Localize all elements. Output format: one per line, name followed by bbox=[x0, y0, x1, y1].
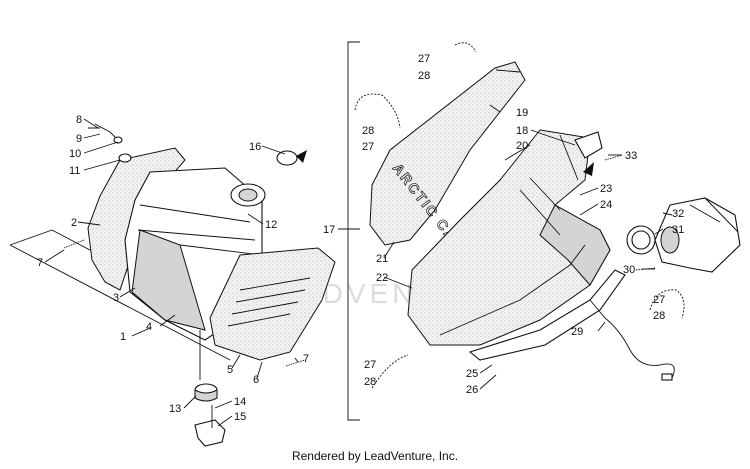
muffler-outlet-bore bbox=[238, 188, 258, 202]
callout-8: 8 bbox=[76, 114, 82, 126]
arrow-marker-right bbox=[583, 162, 594, 176]
spring-left bbox=[63, 239, 85, 249]
callout-1: 1 bbox=[120, 331, 126, 343]
grommet-small bbox=[118, 153, 132, 163]
spring-right bbox=[285, 359, 306, 367]
callout-3: 3 bbox=[113, 292, 119, 304]
callout-7-right: 7 bbox=[303, 353, 309, 365]
outlet-gasket bbox=[276, 150, 298, 166]
grommet-side bbox=[194, 389, 218, 402]
front-heat-shield bbox=[209, 247, 336, 361]
callout-18: 18 bbox=[516, 125, 528, 137]
callout-12: 12 bbox=[265, 219, 277, 231]
callout-25: 25 bbox=[466, 368, 478, 380]
callout-24: 24 bbox=[600, 199, 612, 211]
chamber-bend-shade bbox=[539, 204, 611, 286]
manifold-flange bbox=[689, 197, 739, 233]
callout-15: 15 bbox=[234, 411, 246, 423]
clamp-band-right bbox=[649, 289, 685, 319]
callout-22: 22 bbox=[376, 272, 388, 284]
callout-5: 5 bbox=[227, 364, 233, 376]
exhaust-manifold bbox=[654, 197, 741, 273]
exhaust-seal-inner bbox=[631, 230, 651, 250]
callout-19: 19 bbox=[516, 107, 528, 119]
hitch-pin bbox=[88, 123, 119, 141]
muffler-side-shade bbox=[131, 229, 206, 331]
left-leader-lines bbox=[44, 118, 299, 427]
right-leader-lines bbox=[338, 104, 673, 390]
callout-20: 20 bbox=[516, 140, 528, 152]
render-credit: Rendered by LeadVenture, Inc. bbox=[291, 449, 459, 463]
clamp-band-lower-left bbox=[371, 354, 409, 389]
callout-27-right: 27 bbox=[653, 294, 665, 306]
chamber-contours bbox=[519, 134, 579, 236]
callout-26: 26 bbox=[466, 384, 478, 396]
clamp-band-top bbox=[454, 42, 477, 53]
clamp-band-upper-left bbox=[354, 93, 401, 129]
mounting-bracket bbox=[194, 419, 226, 447]
heat-guard bbox=[468, 269, 626, 361]
callout-27-top: 27 bbox=[418, 53, 430, 65]
group-bracket bbox=[347, 41, 360, 421]
heat-guard-edge bbox=[439, 244, 586, 336]
callout-11: 11 bbox=[69, 165, 80, 177]
callout-31: 31 bbox=[672, 224, 684, 236]
callout-33: 33 bbox=[625, 150, 637, 162]
chamber-neck-line bbox=[495, 69, 521, 73]
muffler-assembly bbox=[9, 123, 336, 447]
callout-30: 30 bbox=[623, 264, 635, 276]
muffler-ribs bbox=[137, 204, 263, 256]
upper-expansion-chamber bbox=[369, 61, 526, 246]
sensor-probe bbox=[589, 299, 606, 319]
callout-labels: 1 2 3 4 5 6 7 7 8 9 10 11 12 13 14 15 16… bbox=[37, 53, 684, 423]
callout-9: 9 bbox=[76, 133, 82, 145]
arrow-marker-left bbox=[296, 150, 307, 163]
stinger-pipe bbox=[574, 131, 603, 159]
callout-10: 10 bbox=[69, 148, 81, 160]
callout-27-upper-left: 27 bbox=[362, 141, 374, 153]
callout-17: 17 bbox=[323, 224, 335, 236]
callout-2: 2 bbox=[71, 217, 77, 229]
manifold-port bbox=[660, 226, 680, 254]
sensor-connector bbox=[661, 373, 673, 381]
callout-28-top: 28 bbox=[418, 70, 430, 82]
exhaust-pipe-assembly: ARCTIC CAT bbox=[347, 41, 741, 421]
callout-7-left: 7 bbox=[37, 257, 43, 269]
sensor-wire bbox=[604, 317, 675, 379]
callout-21: 21 bbox=[376, 253, 388, 265]
callout-28-right: 28 bbox=[653, 310, 665, 322]
callout-4: 4 bbox=[146, 321, 152, 333]
spring-33 bbox=[604, 154, 623, 161]
lower-expansion-chamber bbox=[407, 129, 611, 346]
callout-32: 32 bbox=[672, 208, 684, 220]
callout-27-lower-left: 27 bbox=[364, 359, 376, 371]
callout-14: 14 bbox=[234, 396, 246, 408]
callout-28-upper-left: 28 bbox=[362, 125, 374, 137]
washer bbox=[113, 136, 123, 144]
callout-6: 6 bbox=[253, 374, 259, 386]
callout-23: 23 bbox=[600, 183, 612, 195]
heat-shield-slots bbox=[227, 277, 311, 327]
callout-16: 16 bbox=[249, 141, 261, 153]
callout-13: 13 bbox=[169, 403, 181, 415]
callout-28-lower-left: 28 bbox=[364, 376, 376, 388]
callout-29: 29 bbox=[571, 326, 583, 338]
